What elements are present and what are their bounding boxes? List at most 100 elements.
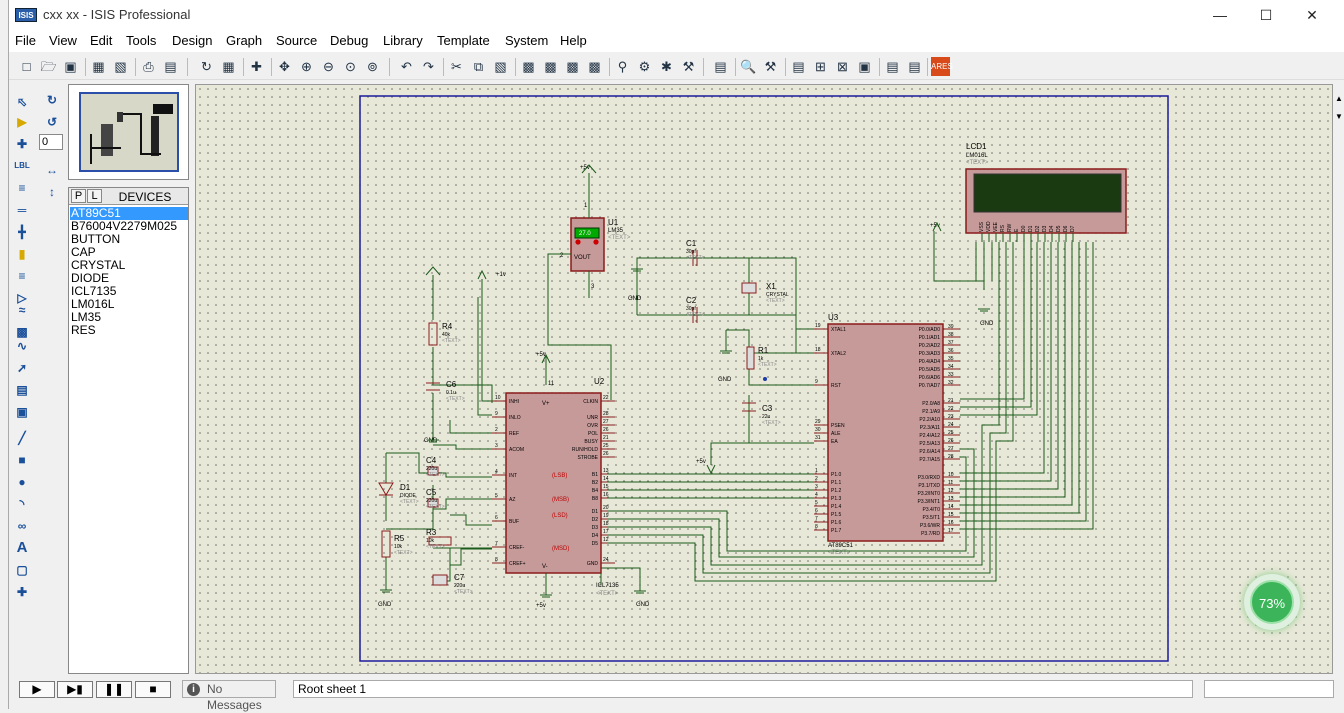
minimize-button[interactable]: — [1213, 7, 1227, 23]
add-sheet-icon[interactable]: ⊞ [815, 59, 826, 74]
zoom-in-icon[interactable]: ⊕ [301, 59, 312, 74]
bus-icon[interactable]: ═ [17, 203, 27, 217]
play-button[interactable]: ▶ [19, 681, 55, 698]
tape-recorder-icon[interactable]: ≈ [18, 303, 26, 317]
refresh-icon[interactable]: ↻ [201, 59, 212, 74]
wire-autorouter-icon[interactable]: ▤ [714, 59, 727, 74]
remove-sheet-icon[interactable]: ⊠ [837, 59, 848, 74]
marker-tool-icon[interactable]: ✚ [16, 585, 28, 599]
box-tool-icon[interactable]: ■ [18, 453, 26, 467]
generator-icon[interactable]: ▩ [16, 325, 28, 339]
text-tool-icon[interactable]: A [16, 539, 28, 556]
package-tool-icon[interactable]: ✱ [661, 59, 672, 74]
close-button[interactable]: ✕ [1306, 7, 1318, 23]
current-probe-icon[interactable]: ➚ [16, 361, 28, 375]
terminals-icon[interactable]: ▮ [18, 247, 26, 261]
wire-label-icon[interactable]: LBL [14, 161, 30, 170]
import-icon[interactable]: ▦ [92, 59, 105, 74]
bill-of-materials-icon[interactable]: ▤ [886, 59, 899, 74]
pause-button[interactable]: ❚❚ [96, 681, 132, 698]
block-rotate-icon[interactable]: ▩ [566, 59, 579, 74]
netlist-icon[interactable]: ▣ [858, 59, 871, 74]
virtual-instruments-icon[interactable]: ▤ [16, 383, 28, 397]
voltage-probe-icon[interactable]: ∿ [16, 339, 28, 353]
overview-window[interactable] [68, 84, 189, 180]
component-mode-icon[interactable]: ▶ [17, 115, 27, 129]
property-tool-icon[interactable]: ⚒ [764, 59, 777, 74]
stop-button[interactable]: ■ [135, 681, 171, 698]
subcircuit-icon[interactable]: ╋ [18, 225, 26, 239]
grid-icon[interactable]: ▦ [222, 59, 235, 74]
device-item[interactable]: CAP [71, 245, 96, 259]
step-button[interactable]: ▶▮ [57, 681, 93, 698]
u2-adc[interactable]: U2 ICL7135 <TEXT> V+ 11 V- (LSB) (MSB) (… [492, 377, 619, 597]
mirror-y-icon[interactable]: ↕ [49, 185, 55, 199]
block-move-icon[interactable]: ▩ [544, 59, 557, 74]
make-device-icon[interactable]: ⚙ [638, 59, 651, 74]
selection-mode-icon[interactable]: ⬁ [16, 95, 28, 109]
cut-icon[interactable]: ✂ [451, 59, 462, 74]
save-icon[interactable]: ▣ [64, 59, 77, 74]
menu-file[interactable]: File [15, 33, 36, 48]
device-item[interactable]: DIODE [71, 271, 110, 285]
symbol-tool-icon[interactable]: ▢ [16, 563, 28, 577]
new-file-icon[interactable]: □ [22, 59, 31, 74]
pick-device-icon[interactable]: ⚲ [617, 59, 628, 74]
arc-tool-icon[interactable]: ◝ [19, 497, 25, 511]
line-tool-icon[interactable]: ╱ [18, 431, 26, 445]
mirror-x-icon[interactable]: ↔ [46, 163, 58, 177]
device-item[interactable]: LM016L [71, 297, 115, 311]
device-item[interactable]: AT89C51 [70, 207, 188, 220]
menu-view[interactable]: View [49, 33, 77, 48]
graph-mode-icon[interactable]: ▷ [17, 291, 27, 305]
menu-library[interactable]: Library [383, 33, 423, 48]
menu-template[interactable]: Template [437, 33, 490, 48]
library-manager-button[interactable]: L [87, 189, 102, 203]
paste-icon[interactable]: ▧ [494, 59, 507, 74]
device-pins-icon[interactable]: ≡ [18, 269, 26, 283]
menu-debug[interactable]: Debug [330, 33, 369, 48]
block-delete-icon[interactable]: ▩ [588, 59, 601, 74]
rotation-angle-field[interactable]: 0 [39, 134, 63, 150]
menu-source[interactable]: Source [276, 33, 318, 48]
device-item[interactable]: ICL7135 [71, 284, 117, 298]
device-item[interactable]: BUTTON [71, 232, 121, 246]
u3-microcontroller[interactable]: U3 AT89C51 <TEXT> 19XTAL118XTAL29RST29PS… [814, 313, 960, 556]
messages-panel[interactable]: i No Messages [182, 680, 276, 712]
path-tool-icon[interactable]: ∞ [17, 519, 27, 533]
text-script-icon[interactable]: ≡ [18, 181, 26, 195]
new-sheet-icon[interactable]: ▤ [792, 59, 805, 74]
menu-system[interactable]: System [505, 33, 549, 48]
vertical-scrollbar[interactable]: ▲ ▼ [1333, 84, 1344, 674]
menu-design[interactable]: Design [172, 33, 213, 48]
electrical-check-icon[interactable]: ▤ [908, 59, 921, 74]
menu-tools[interactable]: Tools [126, 33, 157, 48]
device-item[interactable]: CRYSTAL [71, 258, 126, 272]
open-folder-icon[interactable]: 🗁 [40, 59, 57, 74]
rotate-clockwise-icon[interactable]: ↻ [46, 93, 58, 107]
menu-graph[interactable]: Graph [226, 33, 263, 48]
device-item[interactable]: RES [71, 323, 96, 337]
search-tag-icon[interactable]: 🔍 [740, 59, 757, 74]
menu-help[interactable]: Help [560, 33, 587, 48]
decompose-icon[interactable]: ⚒ [682, 59, 695, 74]
zoom-out-icon[interactable]: ⊖ [323, 59, 334, 74]
redo-icon[interactable]: ↷ [423, 59, 434, 74]
performance-badge[interactable]: 73% [1244, 574, 1300, 630]
zoom-all-icon[interactable]: ⊙ [345, 59, 356, 74]
block-copy-icon[interactable]: ▩ [522, 59, 535, 74]
menu-edit[interactable]: Edit [90, 33, 113, 48]
pan-icon[interactable]: ✥ [279, 59, 290, 74]
virtual-instrument2-icon[interactable]: ▣ [16, 405, 28, 419]
print-area-icon[interactable]: ▤ [164, 59, 177, 74]
origin-icon[interactable]: ✚ [251, 59, 262, 74]
ares-icon[interactable]: ARES [931, 57, 953, 76]
u1-sensor[interactable]: 27.0 VOUT U1 LM35 <TEXT> 1 2 3 [560, 203, 631, 290]
scroll-up-icon[interactable]: ▲ [1335, 94, 1343, 103]
pick-devices-button[interactable]: P [71, 189, 86, 203]
zoom-area-icon[interactable]: ⊚ [367, 59, 378, 74]
rotate-anticlockwise-icon[interactable]: ↺ [46, 115, 58, 129]
junction-dot-icon[interactable]: ✚ [16, 137, 28, 151]
